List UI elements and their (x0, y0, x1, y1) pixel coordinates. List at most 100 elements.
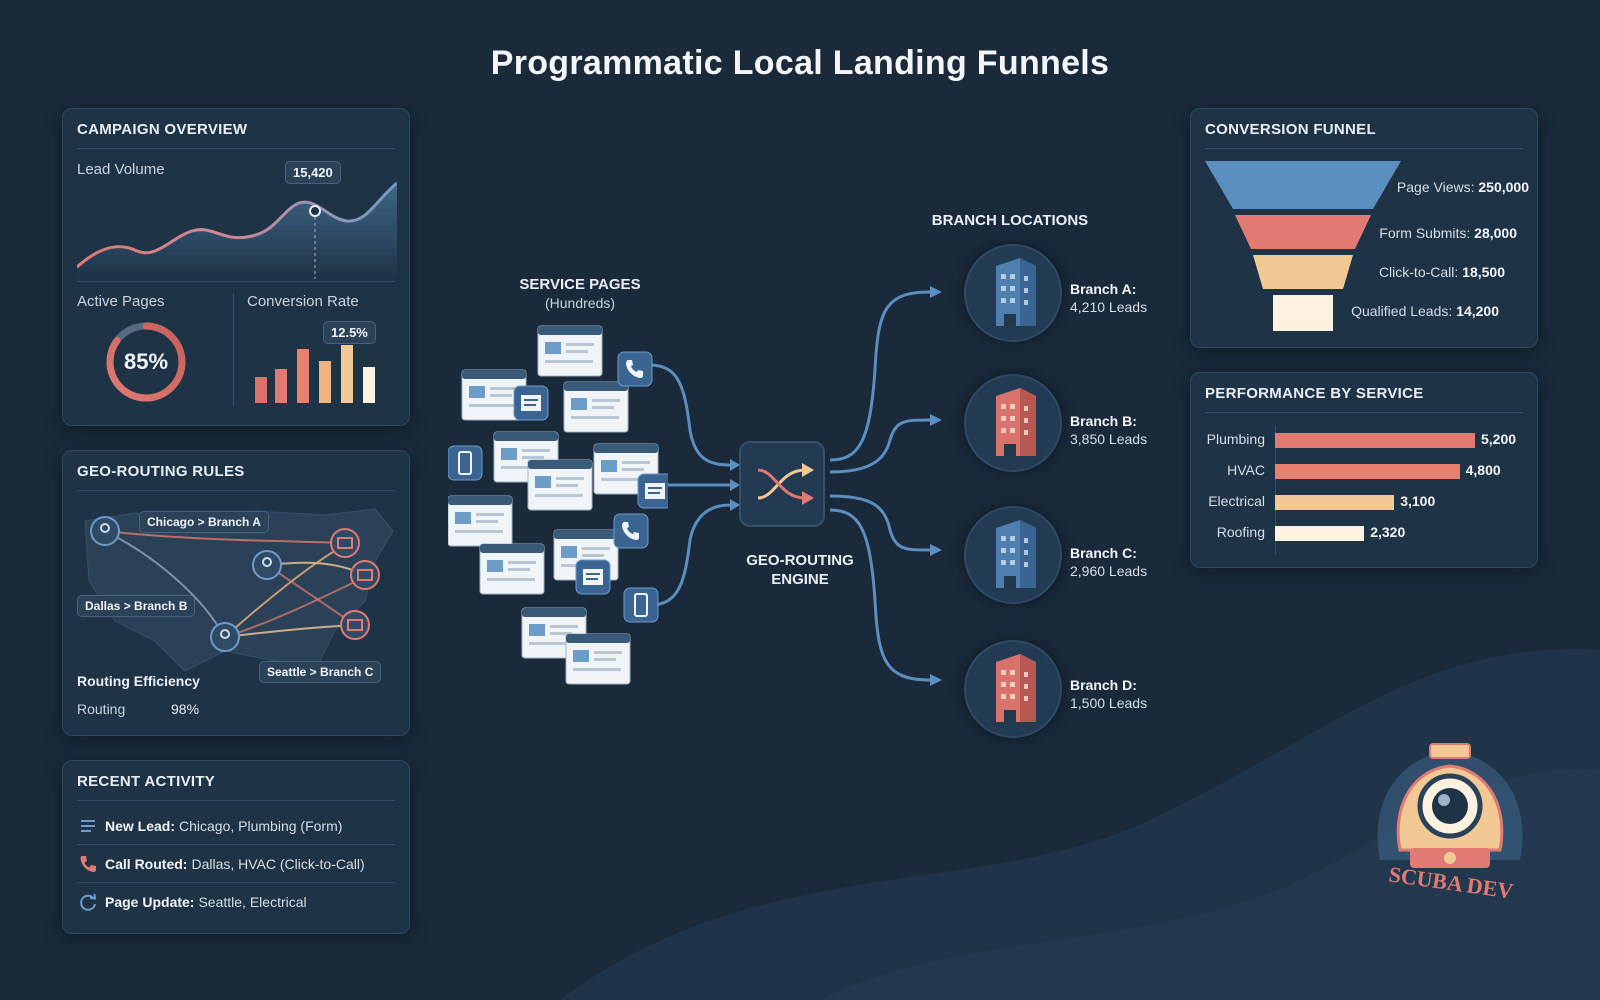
refresh-icon (80, 893, 97, 911)
geo-routing-engine-icon (739, 441, 825, 527)
store-icon (330, 528, 360, 558)
list-icon (81, 819, 95, 832)
building-icon (996, 520, 1036, 588)
performance-label: Roofing (1216, 524, 1265, 540)
activity-text: Dallas, HVAC (Click-to-Call) (191, 855, 365, 872)
branch-a-text: Branch A:4,210 Leads (1070, 281, 1148, 315)
branch-b-icon[interactable] (964, 374, 1062, 472)
branch-a-icon[interactable] (964, 244, 1062, 342)
performance-value: 2,320 (1370, 524, 1406, 540)
pin-icon (90, 516, 120, 546)
service-pages-sub: (Hundreds) (544, 295, 616, 311)
active-pages-value: 85% (123, 349, 169, 374)
activity-label: Page Update: (105, 894, 195, 910)
rule-seattle: Seattle > Branch C (259, 661, 382, 683)
building-icon (996, 388, 1036, 456)
form-icon (575, 559, 611, 595)
flow-diagram (649, 286, 942, 686)
performance-row: HVAC 4,800 (1191, 460, 1537, 482)
conversion-funnel-panel: CONVERSION FUNNEL Page Views: 250,000 Fo… (1190, 108, 1538, 348)
mobile-icon (623, 587, 659, 623)
branch-d-text: Branch D:1,500 Leads (1070, 677, 1148, 711)
activity-item[interactable]: New Lead: Chicago, Plumbing (Form) (77, 807, 395, 845)
funnel-graphic (1205, 161, 1401, 331)
routing-label: Routing (77, 701, 126, 717)
funnel-stage: Click-to-Call: 18,500 (1378, 264, 1505, 280)
recent-activity-heading: RECENT ACTIVITY (77, 773, 395, 801)
funnel-stage: Qualified Leads: 14,200 (1351, 303, 1499, 319)
routing-value: 98% (171, 701, 200, 717)
service-page-card (479, 543, 545, 595)
performance-value: 4,800 (1465, 462, 1501, 478)
conversion-rate-callout: 12.5% (323, 321, 376, 344)
building-icon (996, 258, 1036, 326)
campaign-overview-heading: CAMPAIGN OVERVIEW (77, 121, 395, 149)
lead-volume-chart (77, 181, 397, 279)
pin-icon (252, 550, 282, 580)
performance-bar (1275, 464, 1460, 479)
phone-icon (80, 855, 96, 872)
activity-item[interactable]: Call Routed: Dallas, HVAC (Click-to-Call… (77, 845, 395, 883)
form-icon (513, 385, 549, 421)
branch-b-text: Branch B:3,850 Leads (1070, 413, 1148, 447)
performance-bar (1275, 433, 1475, 448)
page-title: Programmatic Local Landing Funnels (490, 44, 1110, 82)
routing-efficiency-label: Routing Efficiency (77, 673, 200, 689)
performance-value: 5,200 (1481, 431, 1517, 447)
form-icon (637, 473, 668, 509)
service-page-card (461, 369, 527, 421)
building-icon (996, 654, 1036, 722)
active-pages-label: Active Pages (77, 293, 165, 310)
conversion-rate-bars (255, 345, 375, 403)
funnel-stage: Form Submits: 28,000 (1379, 225, 1517, 241)
branch-c-icon[interactable] (964, 506, 1062, 604)
lead-volume-callout: 15,420 (285, 161, 341, 184)
activity-item[interactable]: Page Update: Seattle, Electrical (77, 883, 395, 921)
branch-d-icon[interactable] (964, 640, 1062, 738)
rule-dallas: Dallas > Branch B (77, 595, 196, 617)
service-page-card (537, 325, 603, 377)
active-pages-gauge (106, 322, 186, 402)
pin-icon (210, 622, 240, 652)
phone-icon (617, 351, 653, 387)
activity-label: New Lead: (105, 817, 176, 834)
performance-label: HVAC (1227, 462, 1265, 478)
rule-chicago: Chicago > Branch A (139, 511, 269, 533)
engine-label-2: ENGINE (771, 571, 829, 588)
performance-value: 3,100 (1400, 493, 1436, 509)
performance-row: Plumbing 5,200 (1191, 429, 1537, 451)
store-icon (350, 560, 380, 590)
performance-label: Electrical (1208, 493, 1265, 509)
funnel-stage: Page Views: 250,000 (1396, 179, 1529, 195)
service-pages-label: SERVICE PAGES (519, 276, 641, 293)
mobile-icon (448, 445, 483, 481)
geo-routing-heading: GEO-ROUTING RULES (77, 463, 395, 491)
scuba-dev-logo: SCUBA DEV (1377, 743, 1523, 904)
service-pages-cluster (448, 325, 668, 685)
branch-locations-label: BRANCH LOCATIONS (931, 212, 1089, 229)
branch-c-text: Branch C:2,960 Leads (1070, 545, 1148, 579)
service-page-card (527, 459, 593, 511)
service-page-card (565, 633, 631, 685)
service-page-card (563, 381, 629, 433)
activity-text: Chicago, Plumbing (Form) (179, 817, 343, 834)
performance-label: Plumbing (1206, 431, 1265, 447)
activity-text: Seattle, Electrical (198, 894, 307, 910)
service-page-card (448, 495, 513, 547)
engine-label-1: GEO-ROUTING (746, 552, 854, 569)
performance-bar (1275, 495, 1395, 510)
performance-row: Electrical 3,100 (1191, 491, 1537, 513)
activity-label: Call Routed: (105, 855, 188, 872)
conversion-funnel-heading: CONVERSION FUNNEL (1205, 121, 1523, 149)
performance-heading: PERFORMANCE BY SERVICE (1205, 385, 1523, 413)
campaign-overview-panel: CAMPAIGN OVERVIEW Lead Volume 15,420 Act… (62, 108, 410, 426)
performance-bar (1275, 526, 1365, 541)
conversion-rate-label: Conversion Rate (247, 293, 359, 310)
lead-volume-label: Lead Volume (77, 161, 165, 178)
phone-icon (613, 513, 649, 549)
performance-row: Roofing 2,320 (1191, 522, 1537, 544)
geo-routing-panel: GEO-ROUTING RULES (62, 450, 410, 736)
store-icon (340, 610, 370, 640)
recent-activity-panel: RECENT ACTIVITY New Lead: Chicago, Plumb… (62, 760, 410, 934)
